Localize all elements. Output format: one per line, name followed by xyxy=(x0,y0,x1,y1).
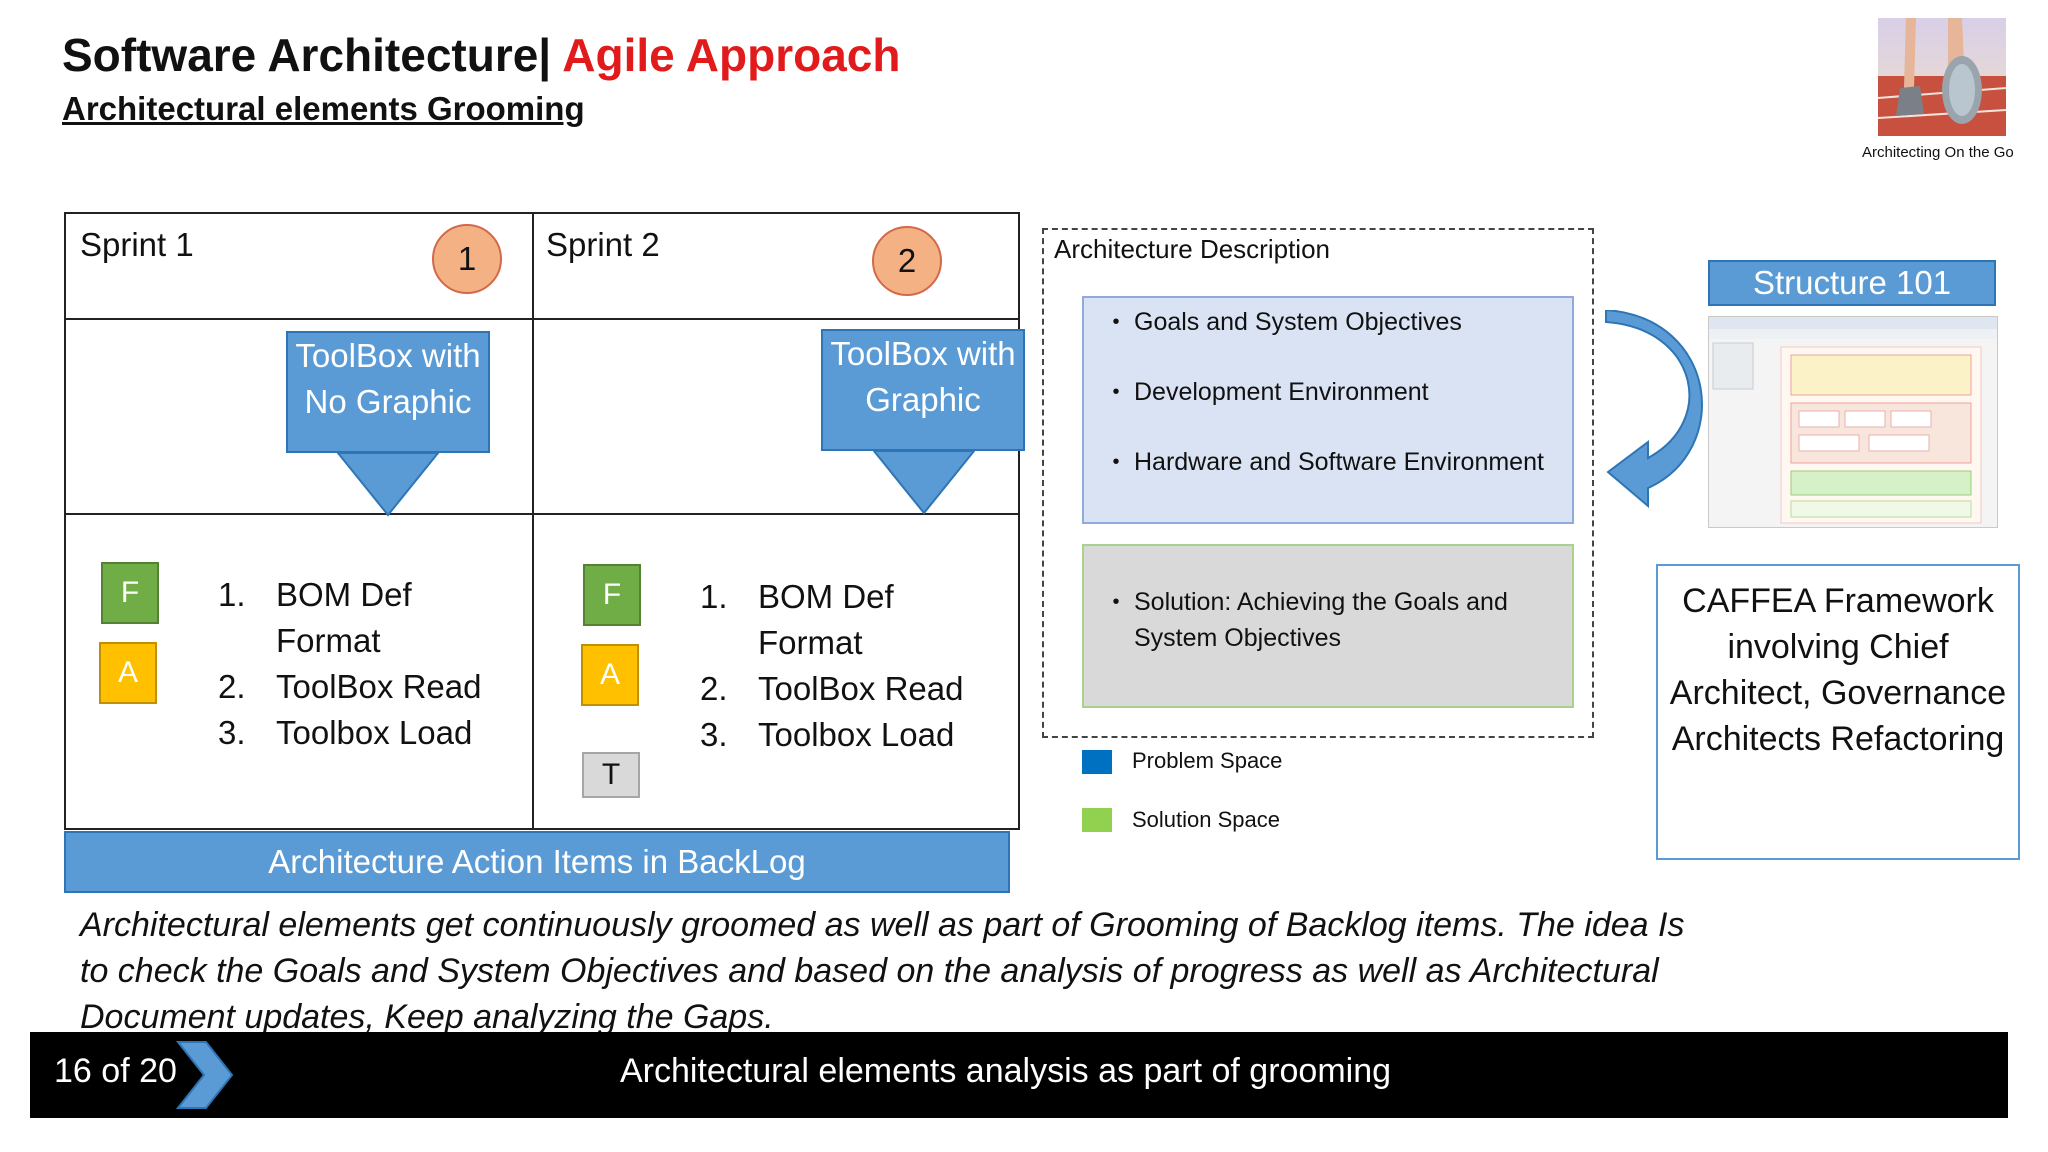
structure-101-screenshot-image xyxy=(1708,316,1998,528)
slide-description: Architectural elements get continuously … xyxy=(80,906,1685,1036)
list-item: 2. ToolBox Read xyxy=(700,666,1000,712)
list-item-number: 1. xyxy=(700,578,728,615)
sprint-1-toolbox-callout: ToolBox with No Graphic xyxy=(286,331,490,453)
page-title: Software Architecture| Agile Approach xyxy=(62,28,900,82)
page-counter: 16 of 20 xyxy=(54,1052,177,1091)
next-chevron-icon[interactable] xyxy=(176,1040,234,1110)
architecture-description-frame xyxy=(1042,228,1594,738)
list-item-text: ToolBox Read xyxy=(758,670,964,707)
list-item-text: ToolBox Read xyxy=(276,668,482,705)
title-accent: Agile Approach xyxy=(562,29,901,81)
grid-divider-vertical xyxy=(532,214,534,828)
list-item-text: BOM Def Format xyxy=(758,578,894,661)
sprint-2-down-arrow-icon xyxy=(872,450,976,515)
list-item-number: 1. xyxy=(218,576,246,613)
list-item: • Hardware and Software Environment xyxy=(1098,444,1558,480)
sprint-1-label: Sprint 1 xyxy=(80,226,194,263)
sprint-grid xyxy=(64,212,1020,830)
grid-divider-header xyxy=(66,318,1018,320)
structure-101-label: Structure 101 xyxy=(1708,260,1996,306)
list-item-text: Goals and System Objectives xyxy=(1134,308,1462,336)
list-item: • Development Environment xyxy=(1098,374,1558,410)
sprint-1-tag-a: A xyxy=(99,642,157,704)
list-item-number: 2. xyxy=(218,668,246,705)
solution-space-box xyxy=(1082,544,1574,708)
caffea-framework-box: CAFFEA Framework involving Chief Archite… xyxy=(1656,564,2020,860)
backlog-bar: Architecture Action Items in BackLog xyxy=(64,831,1010,893)
footer-title: Architectural elements analysis as part … xyxy=(620,1052,1392,1090)
list-item-number: 3. xyxy=(218,714,246,751)
curved-arrow-icon xyxy=(1605,310,1703,509)
bullet-icon: • xyxy=(1112,311,1120,333)
sprint-1-tag-f: F xyxy=(101,562,159,624)
list-item-text: Toolbox Load xyxy=(758,716,955,753)
bullet-icon: • xyxy=(1112,381,1120,403)
list-item-text: BOM Def Format xyxy=(276,576,412,659)
problem-space-list: • Goals and System Objectives • Developmen… xyxy=(1098,302,1558,480)
problem-space-box xyxy=(1082,296,1574,524)
logo-caption: Architecting On the Go xyxy=(1862,144,2014,161)
list-item-text: Development Environment xyxy=(1134,378,1429,406)
list-item: 3. Toolbox Load xyxy=(700,712,1000,758)
legend-swatch-solution xyxy=(1082,808,1112,832)
title-main: Software Architecture| xyxy=(62,29,552,81)
sprint-2-tag-a: A xyxy=(581,644,639,706)
list-item: • Solution: Achieving the Goals and Syste… xyxy=(1098,584,1568,656)
page-of: of xyxy=(101,1052,130,1090)
bullet-icon: • xyxy=(1112,591,1120,613)
page-subtitle: Architectural elements Grooming xyxy=(62,90,585,127)
bullet-icon: • xyxy=(1112,451,1120,473)
sprint-2-backlog-list: 1. BOM Def Format 2. ToolBox Read 3. Toolbo… xyxy=(700,574,1000,758)
list-item: • Goals and System Objectives xyxy=(1098,304,1558,340)
sprint-1-down-arrow-icon xyxy=(336,452,440,517)
solution-space-list: • Solution: Achieving the Goals and Syste… xyxy=(1098,584,1568,656)
footer-bar xyxy=(30,1032,2008,1118)
sprint-2-number-badge: 2 xyxy=(872,226,942,296)
sprint-1-number-badge: 1 xyxy=(432,224,502,294)
sprint-2-tag-f: F xyxy=(583,564,641,626)
legend-label-problem: Problem Space xyxy=(1132,748,1283,773)
legend-label-solution: Solution Space xyxy=(1132,807,1280,832)
sprint-2-tag-t: T xyxy=(582,752,640,798)
sprint-1-backlog-list: 1. BOM Def Format 2. ToolBox Read 3. Toolbo… xyxy=(218,572,488,756)
list-item-text: Solution: Achieving the Goals and System… xyxy=(1134,588,1508,652)
runner-logo-image xyxy=(1878,18,2006,136)
architecture-description-label: Architecture Description xyxy=(1054,234,1330,264)
list-item-text: Hardware and Software Environment xyxy=(1134,448,1544,476)
list-item: 3. Toolbox Load xyxy=(218,710,488,756)
page-total: 20 xyxy=(139,1052,177,1090)
list-item-text: Toolbox Load xyxy=(276,714,473,751)
legend-swatch-problem xyxy=(1082,750,1112,774)
sprint-2-toolbox-callout: ToolBox with Graphic xyxy=(821,329,1025,451)
page-current: 16 xyxy=(54,1052,92,1090)
list-item-number: 2. xyxy=(700,670,728,707)
list-item: 1. BOM Def Format xyxy=(218,572,488,664)
sprint-2-label: Sprint 2 xyxy=(546,226,660,263)
grid-divider-middle xyxy=(66,513,1018,515)
list-item-number: 3. xyxy=(700,716,728,753)
list-item: 1. BOM Def Format xyxy=(700,574,1000,666)
list-item: 2. ToolBox Read xyxy=(218,664,488,710)
